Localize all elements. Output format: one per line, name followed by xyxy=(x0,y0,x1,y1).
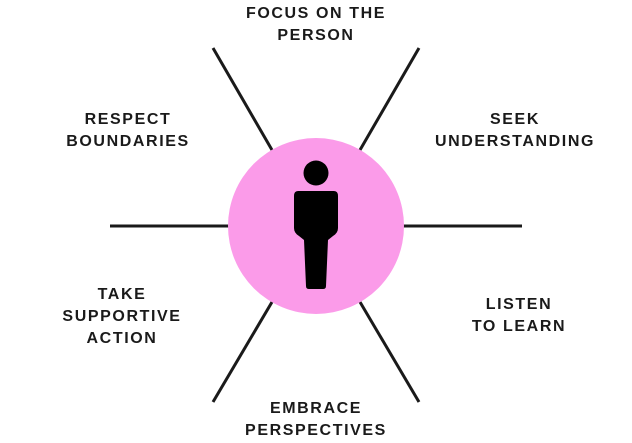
label-line: RESPECT xyxy=(84,111,172,128)
label-line: SUPPORTIVE xyxy=(62,308,182,325)
label-seek-understanding: SEEK UNDERSTANDING xyxy=(435,109,595,153)
label-respect-boundaries: RESPECT BOUNDARIES xyxy=(66,109,190,153)
spoke-lower-left xyxy=(211,301,274,403)
spoke-upper-left xyxy=(211,47,274,151)
label-focus-on-the-person: FOCUS ON THE PERSON xyxy=(246,3,386,47)
label-line: PERSON xyxy=(277,27,355,44)
label-line: ACTION xyxy=(86,330,158,347)
label-line: TAKE xyxy=(97,286,147,303)
label-line: TO LEARN xyxy=(471,318,567,335)
label-line: FOCUS ON THE xyxy=(245,5,387,22)
spoke-lower-right xyxy=(358,301,421,403)
label-listen-to-learn: LISTEN TO LEARN xyxy=(472,294,566,338)
label-take-supportive-action: TAKE SUPPORTIVE ACTION xyxy=(62,284,181,350)
person-icon xyxy=(294,160,338,289)
label-line: EMBRACE xyxy=(269,400,363,417)
label-embrace-perspectives: EMBRACE PERSPECTIVES xyxy=(245,398,387,442)
label-line: BOUNDARIES xyxy=(66,133,190,150)
label-line: LISTEN xyxy=(485,296,553,313)
spoke-upper-right xyxy=(358,47,421,151)
label-line: PERSPECTIVES xyxy=(245,422,387,439)
label-line: UNDERSTANDING xyxy=(434,133,596,150)
label-line: SEEK xyxy=(490,111,540,128)
